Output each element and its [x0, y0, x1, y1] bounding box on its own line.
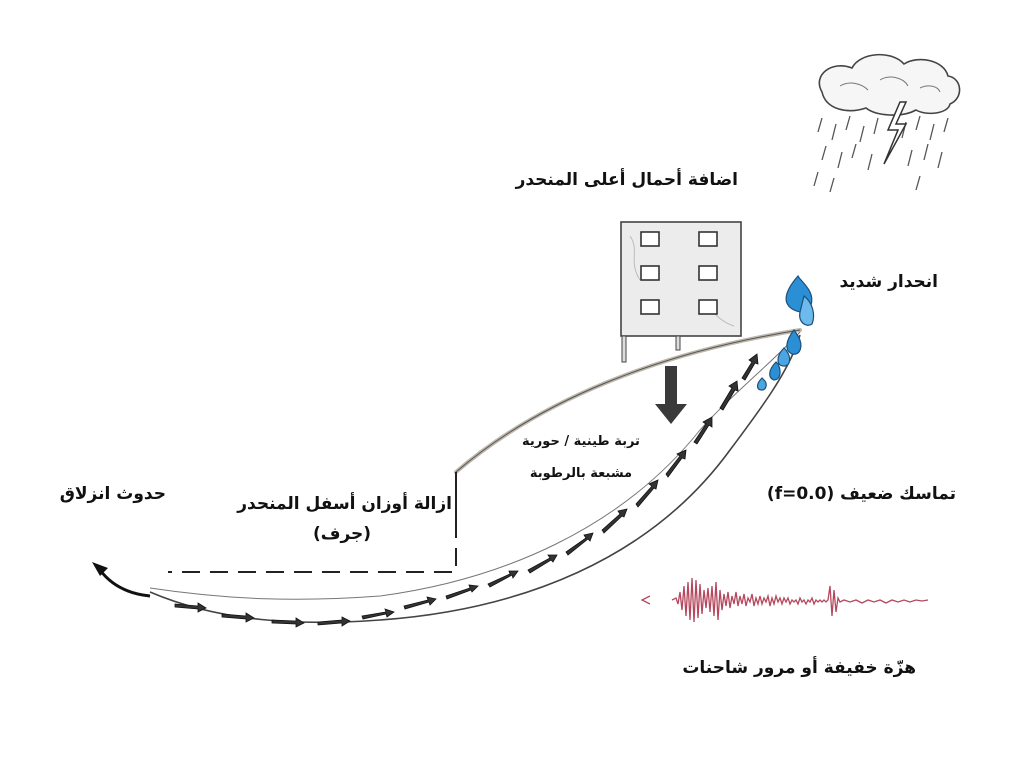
landslide-arrow — [98, 569, 151, 598]
water-drop-icon — [756, 274, 815, 391]
soil-moisture-label: مشبعة بالرطوبة — [529, 466, 633, 481]
rain-cloud-icon — [813, 53, 961, 193]
top-load-label: اضافة أحمال أعلى المنحدر — [515, 170, 738, 190]
remove-weight-label: ازالة أوزان أسفل المنحدر — [237, 494, 452, 514]
soil-type-label: تربة طينية / حورية — [522, 434, 640, 449]
down-arrow-icon — [655, 366, 687, 424]
slip-surface-upper — [149, 331, 801, 600]
weak-cohesion-label: تماسك ضعيف (f=0.0) — [766, 484, 956, 504]
lightning-icon — [883, 101, 908, 165]
seismograph-icon — [640, 577, 929, 623]
slip-direction-arrows — [174, 353, 759, 628]
building-icon — [620, 221, 742, 363]
remove-weight-sub-label: (جرف) — [312, 524, 372, 544]
landslide-label: حدوث انزلاق — [59, 484, 166, 504]
slope-surface — [454, 328, 802, 474]
steep-slope-label: انحدار شديد — [839, 272, 938, 292]
removed-material-outline — [168, 520, 457, 573]
vibration-label: هزّة خفيفة أو مرور شاحنات — [682, 658, 916, 678]
slip-surface-lower — [149, 334, 801, 624]
